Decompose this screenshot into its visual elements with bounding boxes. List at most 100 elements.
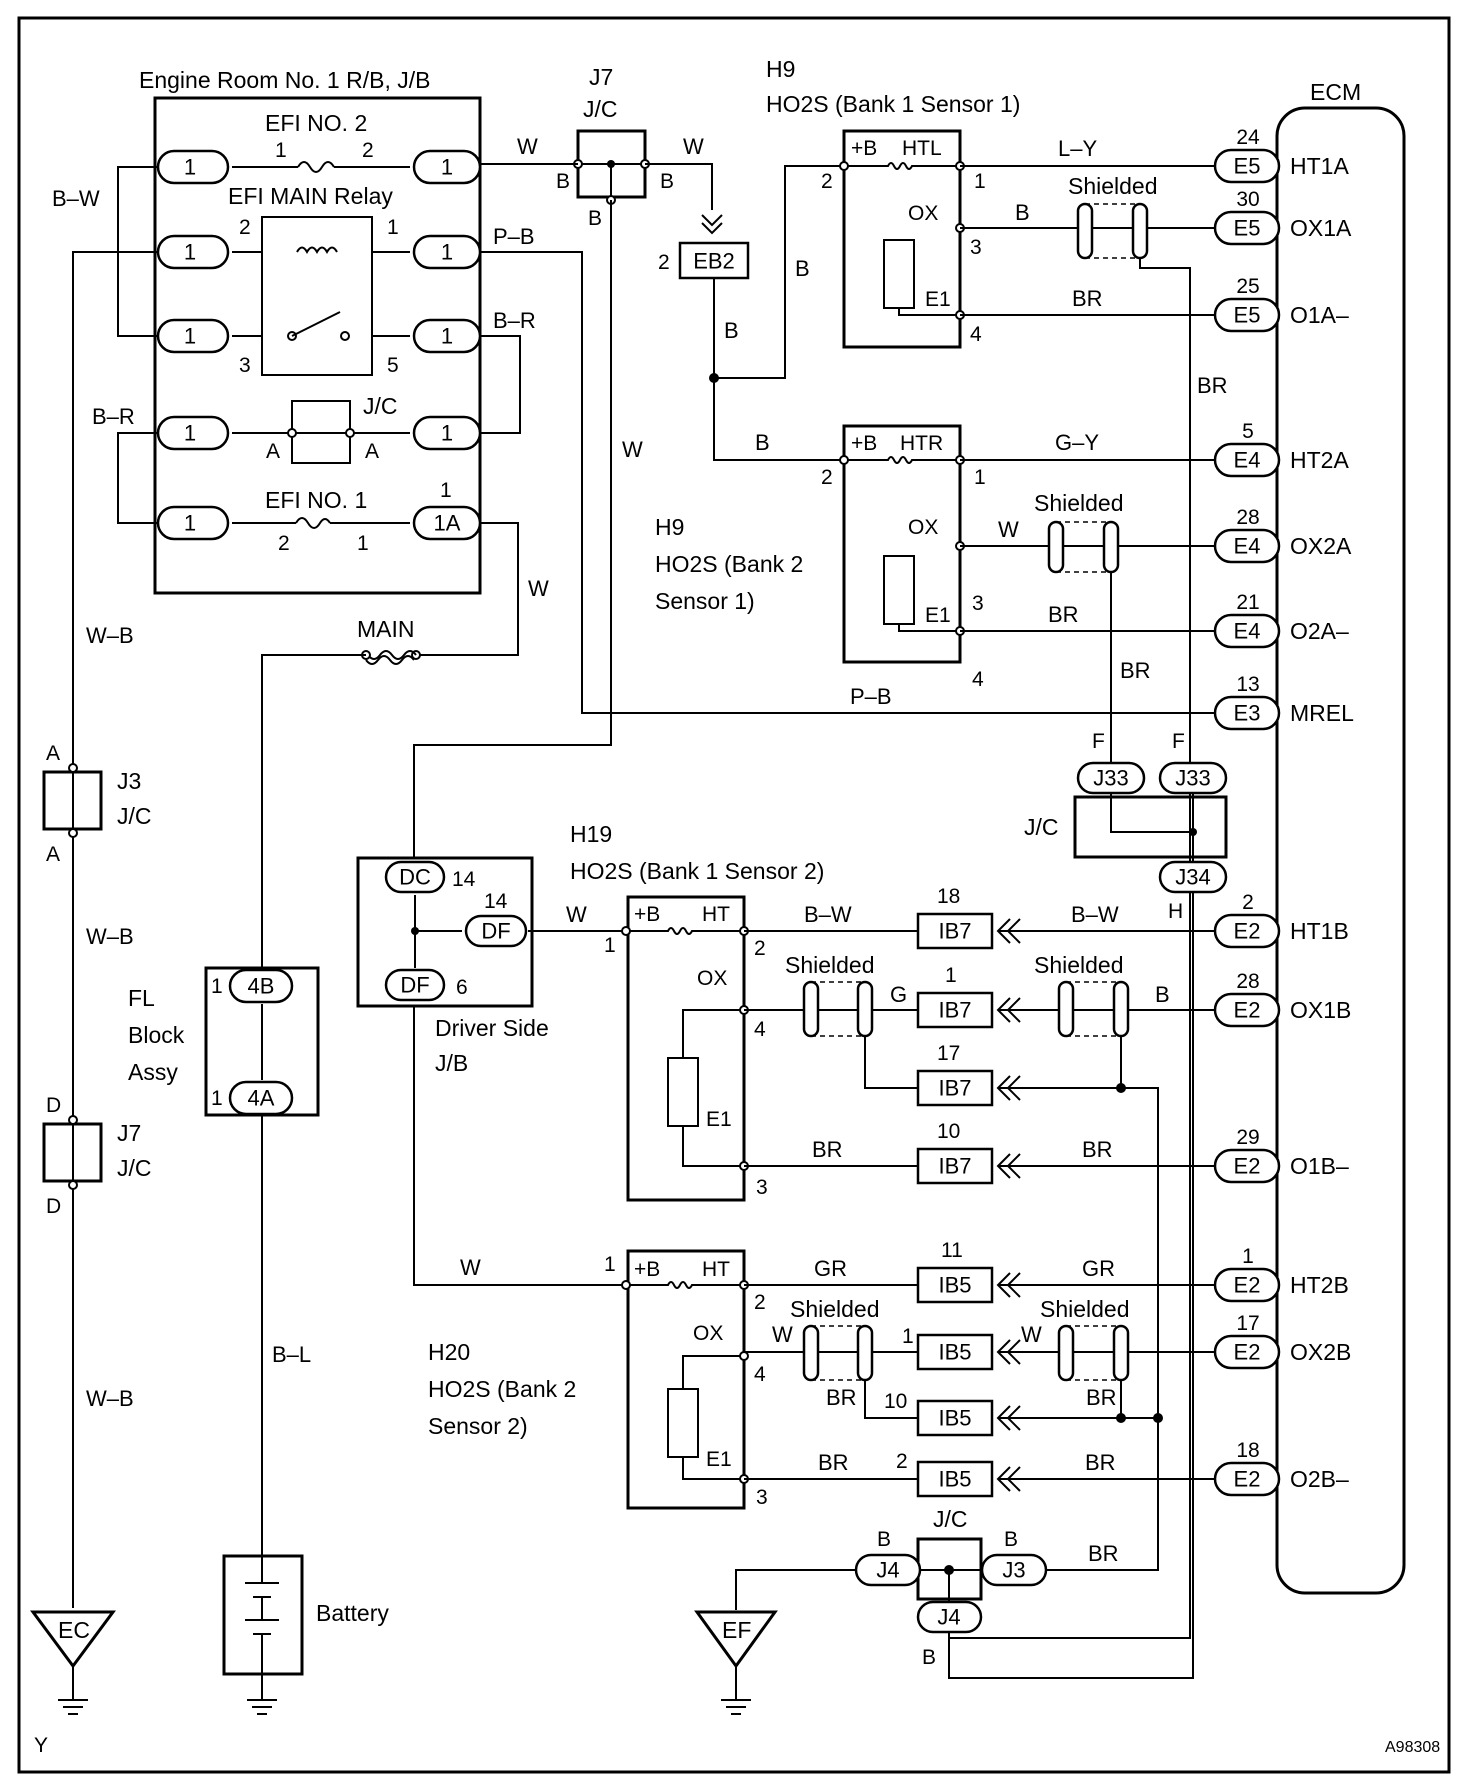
svg-text:+B: +B: [634, 1258, 660, 1281]
svg-text:GR: GR: [1082, 1256, 1115, 1281]
svg-text:3: 3: [970, 236, 982, 259]
svg-text:W: W: [528, 576, 549, 601]
svg-text:J/C: J/C: [1024, 814, 1059, 840]
svg-text:Battery: Battery: [316, 1600, 389, 1626]
svg-text:17: 17: [937, 1042, 960, 1065]
svg-text:HT: HT: [702, 903, 730, 926]
svg-text:18: 18: [937, 885, 960, 908]
shield-h9-b1: Shielded: [1068, 173, 1158, 260]
svg-text:1: 1: [211, 975, 223, 998]
svg-text:1A: 1A: [434, 511, 461, 536]
svg-text:Shielded: Shielded: [1040, 1296, 1130, 1322]
svg-text:W: W: [998, 517, 1019, 542]
efi-no2-label: EFI NO. 2: [265, 110, 367, 136]
svg-text:BR: BR: [1082, 1137, 1113, 1162]
svg-text:1: 1: [441, 324, 453, 349]
ecm-terminal-name: O2A–: [1290, 618, 1349, 644]
svg-text:1: 1: [945, 964, 957, 987]
svg-text:EC: EC: [58, 1617, 90, 1643]
ecm-pin-number: 1: [1242, 1245, 1254, 1268]
svg-text:1: 1: [441, 155, 453, 180]
svg-text:IB7: IB7: [938, 1154, 971, 1179]
svg-text:BR: BR: [812, 1137, 843, 1162]
efi-no1-label: EFI NO. 1: [265, 487, 367, 513]
ecm-connector-id: E2: [1234, 1467, 1261, 1492]
svg-text:H20: H20: [428, 1339, 470, 1365]
svg-text:1: 1: [275, 139, 287, 162]
h9-bank1-sensor1: H9 HO2S (Bank 1 Sensor 1) +B HTL OX E1 2…: [766, 56, 1020, 349]
svg-text:4: 4: [970, 323, 982, 346]
svg-text:Sensor 2): Sensor 2): [428, 1413, 528, 1439]
ecm-pin-number: 18: [1236, 1439, 1259, 1462]
svg-text:J/C: J/C: [933, 1506, 968, 1532]
svg-text:B: B: [724, 318, 739, 343]
j3-left-junction: AA J3 J/C: [42, 742, 152, 866]
ecm-terminal-name: OX2A: [1290, 533, 1352, 559]
ecm-connector-id: E4: [1234, 534, 1261, 559]
svg-text:A: A: [46, 843, 60, 866]
corner-letter: Y: [34, 1734, 48, 1757]
svg-text:OX: OX: [697, 967, 727, 990]
svg-text:ECM: ECM: [1310, 79, 1361, 105]
engine-room-relay-block: Engine Room No. 1 R/B, J/B EFI NO. 2 EFI…: [117, 67, 521, 595]
svg-text:HO2S (Bank 2: HO2S (Bank 2: [655, 551, 803, 577]
svg-text:J/C: J/C: [117, 803, 152, 829]
svg-text:W: W: [772, 1322, 793, 1347]
svg-text:H: H: [1168, 900, 1183, 923]
svg-text:BR: BR: [826, 1385, 857, 1410]
svg-text:4A: 4A: [248, 1086, 275, 1111]
svg-text:2: 2: [754, 1291, 766, 1314]
svg-text:B: B: [588, 207, 602, 230]
ecm-pin-number: 25: [1236, 275, 1259, 298]
svg-text:2: 2: [278, 532, 290, 555]
svg-text:W–B: W–B: [86, 924, 134, 949]
svg-text:3: 3: [239, 354, 251, 377]
svg-text:D: D: [46, 1195, 61, 1218]
ecm-terminal-name: HT1B: [1290, 918, 1349, 944]
ecm-connector-id: E3: [1234, 701, 1261, 726]
j7-left-junction: DD J7 J/C: [42, 1094, 152, 1218]
svg-text:4: 4: [754, 1018, 766, 1041]
svg-text:1: 1: [387, 216, 399, 239]
svg-text:Assy: Assy: [128, 1059, 178, 1085]
svg-text:J/B: J/B: [435, 1050, 468, 1076]
svg-text:1: 1: [211, 1087, 223, 1110]
svg-text:Shielded: Shielded: [1034, 952, 1124, 978]
svg-text:B–W: B–W: [52, 186, 100, 211]
svg-text:1: 1: [184, 324, 196, 349]
svg-text:B–R: B–R: [493, 308, 536, 333]
svg-text:Block: Block: [128, 1022, 185, 1048]
svg-text:3: 3: [972, 592, 984, 615]
svg-text:J34: J34: [1175, 865, 1210, 890]
svg-text:BR: BR: [1197, 373, 1228, 398]
svg-text:B: B: [755, 430, 770, 455]
svg-text:J33: J33: [1093, 766, 1128, 791]
svg-text:2: 2: [821, 170, 833, 193]
ecm-terminal-name: OX2B: [1290, 1339, 1351, 1365]
svg-text:E1: E1: [706, 1448, 732, 1471]
svg-text:EB2: EB2: [693, 249, 735, 274]
svg-text:OX: OX: [908, 202, 938, 225]
svg-text:B: B: [1004, 1528, 1018, 1551]
svg-text:4: 4: [754, 1363, 766, 1386]
ecm-connector-id: E5: [1234, 154, 1261, 179]
diagram-frame: [17, 16, 1451, 1774]
svg-text:FL: FL: [128, 985, 155, 1011]
svg-text:DC: DC: [399, 865, 431, 890]
svg-text:1: 1: [974, 466, 986, 489]
svg-text:1: 1: [184, 155, 196, 180]
engine-room-title: Engine Room No. 1 R/B, J/B: [139, 67, 430, 93]
efi-main-relay-label: EFI MAIN Relay: [228, 183, 393, 209]
shield-h19-right: Shielded: [1034, 952, 1130, 1038]
svg-text:OX: OX: [908, 516, 938, 539]
svg-text:IB7: IB7: [938, 919, 971, 944]
